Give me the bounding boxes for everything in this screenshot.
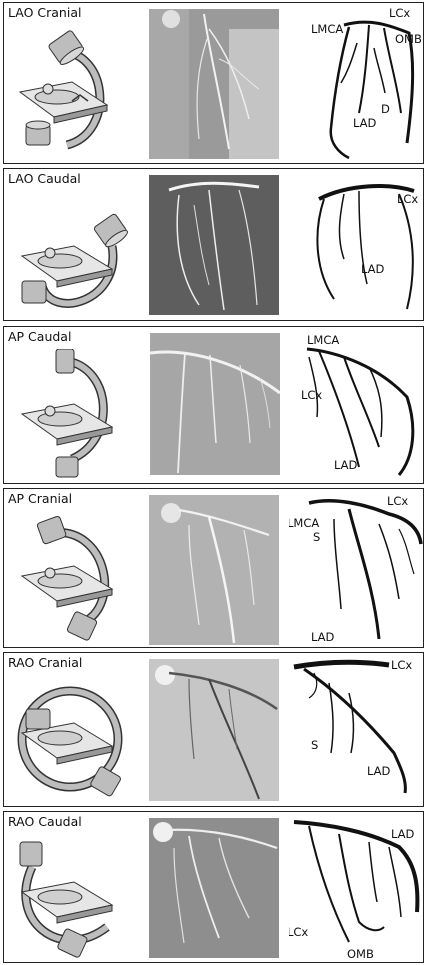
- coronary-tracing: LCx LMCA S LAD: [289, 489, 424, 648]
- c-arm-icon: [12, 673, 132, 805]
- angiogram-image: [150, 333, 280, 475]
- c-arm-icon: [12, 349, 132, 481]
- coronary-tracing: LCx LAD: [289, 169, 424, 321]
- c-arm-icon: [12, 27, 127, 162]
- label-lcx: LCx: [391, 658, 412, 672]
- label-lad: LAD: [367, 764, 391, 778]
- label-lad: LAD: [391, 827, 415, 841]
- label-lcx: LCx: [389, 6, 410, 20]
- label-omb: OMB: [395, 32, 422, 46]
- label-lmca: LMCA: [311, 22, 343, 36]
- panel-rao-caudal: RAO Caudal LAD LCx OMB: [3, 811, 424, 963]
- angiogram-image: [149, 9, 279, 159]
- angiogram-image: [149, 495, 279, 645]
- panel-ap-caudal: AP Caudal LMCA LCx LAD: [3, 326, 424, 484]
- label-lad: LAD: [361, 262, 385, 276]
- label-lad: LAD: [353, 116, 377, 130]
- label-s: S: [311, 738, 318, 752]
- angiogram-image: [149, 818, 279, 958]
- label-lcx: LCx: [301, 388, 322, 402]
- c-arm-icon: [12, 832, 132, 962]
- panel-title: AP Cranial: [8, 491, 72, 506]
- panel-title: RAO Caudal: [8, 814, 82, 829]
- label-omb: OMB: [347, 947, 374, 961]
- panel-ap-cranial: AP Cranial LCx LMCA S: [3, 488, 424, 648]
- panel-rao-cranial: RAO Cranial LCx S LAD: [3, 652, 424, 807]
- panel-lao-caudal: LAO Caudal LCx LAD: [3, 168, 424, 321]
- panel-title: AP Caudal: [8, 329, 71, 344]
- label-d: D: [381, 102, 390, 116]
- angiogram-image: [149, 175, 279, 315]
- label-lcx: LCx: [289, 925, 308, 939]
- label-lmca: LMCA: [289, 516, 319, 530]
- panel-title: LAO Caudal: [8, 171, 81, 186]
- panel-lao-cranial: LAO Cranial: [3, 2, 424, 164]
- panel-title: RAO Cranial: [8, 655, 82, 670]
- coronary-tracing: LMCA LCx LAD: [289, 327, 424, 484]
- label-lmca: LMCA: [307, 333, 339, 347]
- label-lad: LAD: [311, 630, 335, 644]
- c-arm-icon: [12, 511, 132, 645]
- c-arm-icon: [12, 191, 132, 319]
- angiogram-image: [149, 659, 279, 801]
- coronary-tracing: LCx S LAD: [289, 653, 424, 807]
- label-lad: LAD: [334, 458, 358, 472]
- panel-title: LAO Cranial: [8, 5, 81, 20]
- label-lcx: LCx: [387, 494, 408, 508]
- coronary-tracing: LMCA LCx OMB D LAD: [289, 3, 424, 164]
- label-s: S: [313, 530, 320, 544]
- coronary-tracing: LAD LCx OMB: [289, 812, 424, 963]
- label-lcx: LCx: [397, 192, 418, 206]
